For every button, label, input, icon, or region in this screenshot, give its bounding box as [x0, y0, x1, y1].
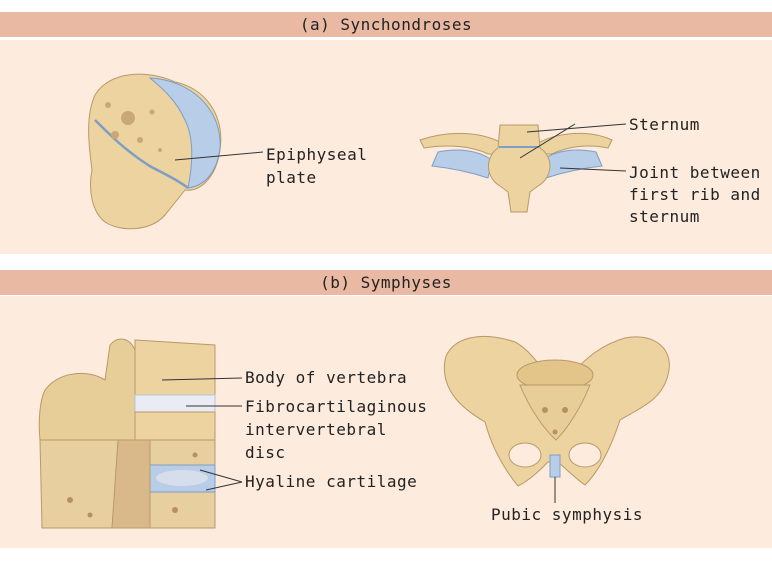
section-a-title: (a) Synchondroses	[0, 12, 772, 37]
vertebra-label: Body of vertebra	[245, 368, 408, 387]
section-b-title: (b) Symphyses	[0, 270, 772, 295]
epiphyseal-label-line1: Epiphyseal	[266, 145, 368, 164]
vertebra-leader-line	[161, 377, 243, 381]
pelvis-illustration	[443, 335, 670, 487]
disc-label-line1: Fibrocartilaginous	[245, 397, 428, 416]
disc-label-line3: disc	[245, 443, 286, 462]
joint-label-line1: Joint between	[629, 163, 761, 182]
hyaline-label: Hyaline cartilage	[245, 472, 418, 491]
hyaline-leader-line	[199, 469, 243, 483]
sternum-leader-line-inner	[519, 123, 576, 159]
epiphyseal-leader-line	[174, 151, 264, 161]
joint-label-line2: first rib and	[629, 185, 761, 204]
humerus-head-illustration	[88, 73, 222, 230]
disc-label-line2: intervertebral	[245, 420, 387, 439]
hyaline-leader-line-2	[205, 481, 243, 491]
sternum-illustration	[419, 124, 613, 213]
sternum-label: Sternum	[629, 115, 700, 134]
joint-label-line3: sternum	[629, 207, 700, 226]
joint-leader-line	[559, 167, 627, 172]
sternum-leader-line	[526, 123, 627, 133]
pubic-symphysis-label: Pubic symphysis	[491, 505, 643, 524]
epiphyseal-label-line2: plate	[266, 168, 317, 187]
vertebral-column-illustration	[38, 338, 216, 529]
